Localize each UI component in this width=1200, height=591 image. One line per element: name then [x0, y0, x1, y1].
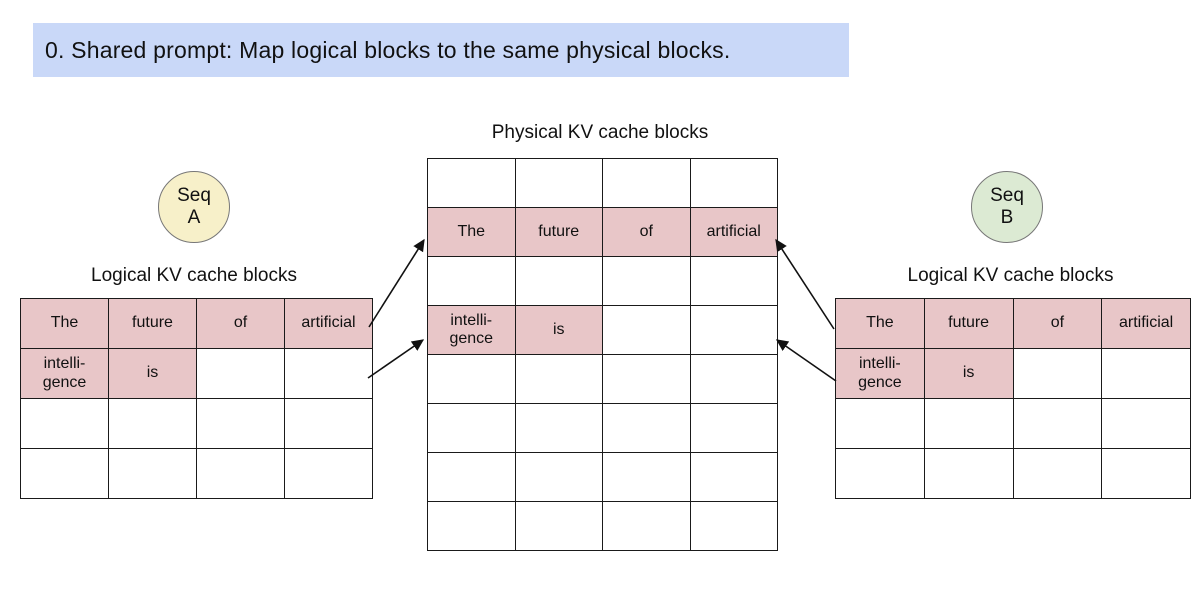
- kv-block-cell: [602, 501, 691, 551]
- kv-block-cell: artificial: [689, 207, 778, 257]
- kv-block-cell: [514, 256, 603, 306]
- kv-block-cell: [108, 398, 197, 449]
- kv-block-cell: [835, 448, 925, 499]
- kv-block-cell: [602, 256, 691, 306]
- sequence-a-label: Seq A: [177, 185, 211, 228]
- kv-block-cell: [923, 398, 1014, 449]
- kv-block-cell: of: [196, 298, 285, 349]
- kv-block-cell: [284, 398, 373, 449]
- kv-block-cell: [284, 348, 373, 399]
- kv-block-cell: [196, 398, 285, 449]
- physical-blocks-title: Physical KV cache blocks: [491, 122, 709, 143]
- kv-block-row: [427, 452, 778, 502]
- kv-block-cell: [689, 501, 778, 551]
- kv-block-cell: of: [602, 207, 691, 257]
- arrow-seq-a-block1-to-physical: [367, 339, 425, 379]
- kv-block-cell: [514, 354, 603, 404]
- kv-block-cell: [514, 501, 603, 551]
- kv-block-cell: [1101, 398, 1191, 449]
- kv-block-cell: artificial: [1101, 298, 1191, 349]
- kv-block-cell: [602, 305, 691, 355]
- kv-block-cell: [514, 452, 603, 502]
- kv-block-cell: [427, 354, 516, 404]
- kv-block-cell: [1012, 348, 1103, 399]
- kv-block-row: [20, 448, 373, 499]
- kv-block-row: [427, 403, 778, 453]
- kv-block-cell: The: [427, 207, 516, 257]
- sequence-b-badge: Seq B: [971, 171, 1043, 243]
- slide-title-banner: 0. Shared prompt: Map logical blocks to …: [33, 23, 849, 77]
- kv-block-cell: [514, 158, 603, 208]
- kv-block-cell: [427, 256, 516, 306]
- kv-block-cell: [1012, 398, 1103, 449]
- logical-blocks-title-left: Logical KV cache blocks: [91, 265, 297, 286]
- kv-block-cell: [427, 501, 516, 551]
- kv-block-row: [20, 398, 373, 449]
- kv-block-cell: [427, 403, 516, 453]
- kv-block-cell: [108, 448, 197, 499]
- kv-block-cell: [689, 452, 778, 502]
- kv-block-cell: [689, 403, 778, 453]
- kv-block-cell: The: [20, 298, 109, 349]
- kv-block-row: [835, 448, 1191, 499]
- kv-block-row: [427, 354, 778, 404]
- kv-block-cell: [284, 448, 373, 499]
- arrow-seq-a-block0-to-physical: [368, 238, 425, 328]
- arrow-seq-b-block0-to-physical: [775, 238, 835, 330]
- kv-block-cell: [923, 448, 1014, 499]
- kv-block-cell: future: [923, 298, 1014, 349]
- kv-block-cell: [602, 354, 691, 404]
- kv-block-cell: [1101, 448, 1191, 499]
- kv-block-row: [427, 256, 778, 306]
- kv-block-cell: [689, 256, 778, 306]
- kv-block-cell: [835, 398, 925, 449]
- kv-block-row: [427, 501, 778, 551]
- kv-block-row: [427, 158, 778, 208]
- kv-block-cell: [427, 452, 516, 502]
- kv-block-cell: [602, 158, 691, 208]
- kv-block-cell: [196, 348, 285, 399]
- logical-blocks-title-right: Logical KV cache blocks: [907, 265, 1114, 286]
- kv-block-cell: is: [514, 305, 603, 355]
- kv-block-cell: of: [1012, 298, 1103, 349]
- kv-block-cell: [20, 398, 109, 449]
- kv-block-cell: [602, 403, 691, 453]
- kv-block-cell: artificial: [284, 298, 373, 349]
- kv-block-cell: The: [835, 298, 925, 349]
- kv-block-cell: [602, 452, 691, 502]
- kv-block-cell: intelli- gence: [427, 305, 516, 355]
- sequence-b-label: Seq B: [990, 185, 1024, 228]
- kv-block-cell: [1012, 448, 1103, 499]
- kv-block-cell: [514, 403, 603, 453]
- kv-block-cell: future: [108, 298, 197, 349]
- sequence-a-badge: Seq A: [158, 171, 230, 243]
- kv-block-cell: [689, 305, 778, 355]
- kv-block-cell: [1101, 348, 1191, 399]
- kv-block-cell: [689, 354, 778, 404]
- kv-block-cell: [196, 448, 285, 499]
- slide-title-text: 0. Shared prompt: Map logical blocks to …: [45, 36, 731, 63]
- kv-block-cell: intelli- gence: [20, 348, 109, 399]
- kv-block-cell: [427, 158, 516, 208]
- kv-block-cell: is: [923, 348, 1014, 399]
- kv-block-cell: future: [514, 207, 603, 257]
- arrow-seq-b-block1-to-physical: [775, 339, 837, 382]
- kv-block-cell: intelli- gence: [835, 348, 925, 399]
- kv-block-cell: [689, 158, 778, 208]
- kv-block-cell: is: [108, 348, 197, 399]
- kv-block-cell: [20, 448, 109, 499]
- kv-block-row: [835, 398, 1191, 449]
